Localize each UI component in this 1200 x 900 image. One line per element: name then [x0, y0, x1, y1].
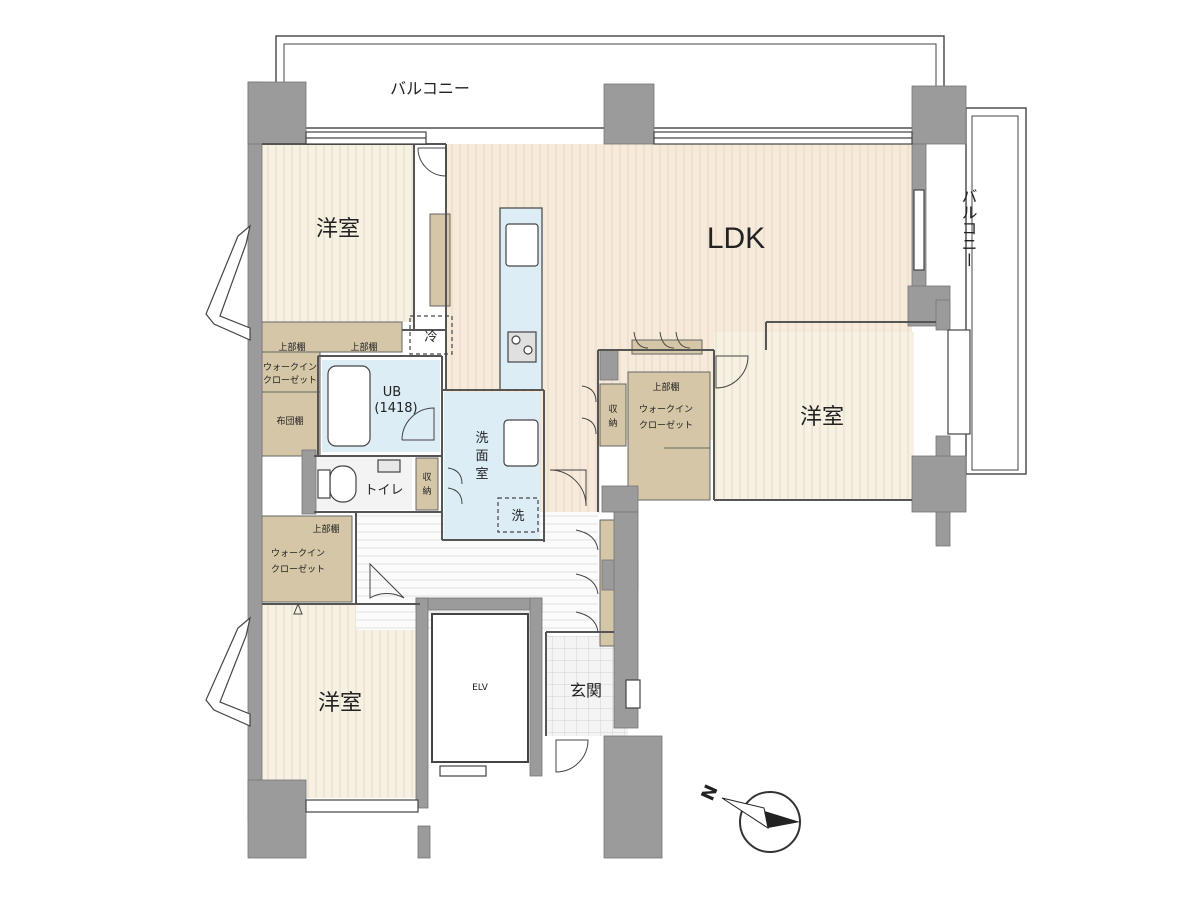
upper-shelf-label-2: 上部棚	[350, 341, 377, 353]
washroom-label-2: 面	[475, 449, 488, 464]
room-sw-label: 洋室	[318, 691, 362, 716]
futon-label: 布団棚	[276, 415, 303, 427]
toilet-label: トイレ	[364, 483, 403, 498]
room-nw-floor	[262, 144, 414, 322]
closet-label-1: クローゼット	[263, 374, 317, 386]
toilet-bowl	[329, 465, 357, 503]
washer-label: 洗	[511, 509, 524, 524]
ldk-label: LDK	[707, 222, 765, 255]
fridge-space	[409, 315, 453, 355]
upper-shelf-label-4: 上部棚	[312, 523, 339, 535]
balcony-right-label: バルコニー	[959, 188, 978, 268]
door-swings	[293, 147, 749, 773]
balcony-top-label: バルコニー	[390, 79, 470, 98]
windows	[205, 131, 971, 813]
closet-label-3: クローゼット	[271, 563, 325, 575]
cooktop	[507, 331, 537, 363]
room-sw-floor	[262, 604, 420, 798]
washroom-label-1: 洗	[475, 431, 488, 446]
appliances	[317, 223, 539, 533]
compass-icon: N	[697, 782, 801, 853]
north-label: N	[697, 782, 722, 804]
walkin-label-3: ウォークイン	[271, 548, 325, 559]
storage-label-1b: 納	[422, 485, 431, 497]
storage-label-1a: 収	[422, 471, 431, 483]
walkin-label-1: ウォークイン	[263, 362, 317, 373]
room-e-label: 洋室	[800, 405, 844, 430]
balcony-right	[965, 107, 1027, 475]
walkin-label-2: ウォークイン	[639, 404, 693, 415]
ub-label: UB	[383, 385, 401, 400]
room-nw-label: 洋室	[316, 217, 360, 242]
walls	[247, 81, 967, 859]
upper-shelf-label-3: 上部棚	[652, 381, 679, 393]
ub-size-label: (1418)	[374, 401, 417, 416]
storage-label-2a: 収	[608, 403, 617, 415]
kitchen-sink	[505, 223, 539, 267]
storage-label-2b: 納	[608, 417, 617, 429]
elevator-shaft	[431, 613, 529, 763]
upper-shelf-label-1: 上部棚	[278, 341, 305, 353]
wash-basin	[503, 419, 539, 467]
bathtub	[327, 365, 371, 447]
closet-label-2: クローゼット	[639, 419, 693, 431]
washroom-label-3: 室	[475, 466, 488, 482]
fridge-label: 冷	[424, 330, 437, 345]
entrance-label: 玄関	[570, 681, 602, 700]
washer-space	[497, 497, 539, 533]
elv-label: ELV	[472, 683, 489, 693]
